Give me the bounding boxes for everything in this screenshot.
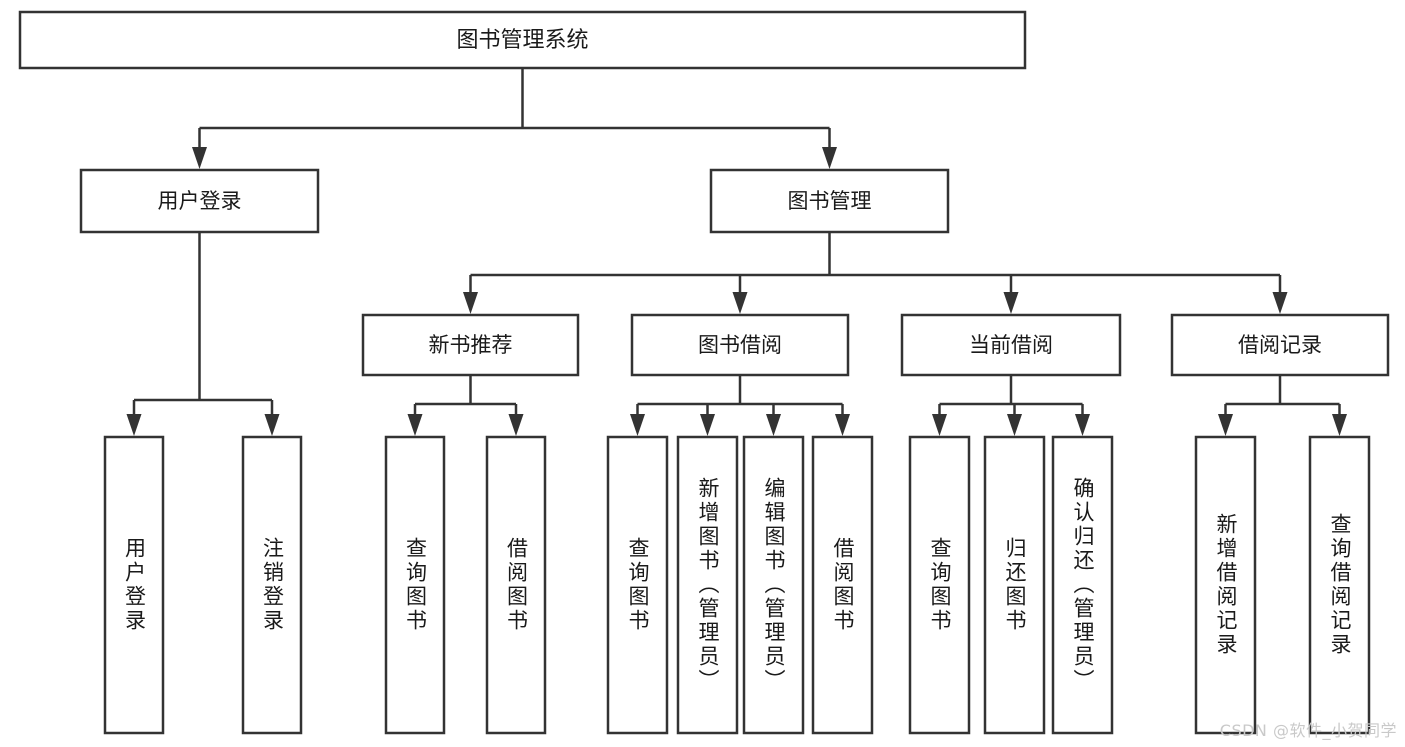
connector-user-login — [126, 232, 280, 436]
node-leaf-user-login[interactable] — [103, 435, 165, 735]
arrow-head-icon — [192, 147, 207, 169]
arrow-head-icon — [1075, 414, 1090, 436]
node-book-borrow[interactable] — [630, 313, 850, 377]
arrow-head-icon — [932, 414, 947, 436]
arrow-head-icon — [463, 292, 478, 314]
node-leaf-query-book-rec[interactable] — [384, 435, 446, 735]
arrow-head-icon — [766, 414, 781, 436]
node-leaf-confirm-return-admin[interactable] — [1051, 435, 1114, 735]
arrow-head-icon — [264, 414, 280, 436]
node-current-borrow-label: 当前借阅 — [969, 333, 1053, 357]
node-leaf-edit-book-admin[interactable] — [742, 435, 805, 735]
node-book-borrow-label: 图书借阅 — [698, 333, 782, 357]
node-borrow-record[interactable] — [1170, 313, 1390, 377]
arrow-head-icon — [508, 414, 524, 436]
arrow-head-icon — [700, 414, 715, 436]
connector-book-borrow — [630, 375, 850, 436]
node-borrow-record-label: 借阅记录 — [1238, 333, 1322, 357]
arrow-head-icon — [126, 414, 142, 436]
arrow-head-icon — [835, 414, 850, 436]
arrow-head-icon — [822, 147, 837, 169]
connector-current-borrow — [932, 375, 1090, 436]
node-leaf-query-book-borrow[interactable] — [606, 435, 669, 735]
node-book-manage-label: 图书管理 — [788, 189, 872, 213]
arrow-head-icon — [1007, 414, 1022, 436]
arrow-head-icon — [630, 414, 645, 436]
arrow-head-icon — [407, 414, 423, 436]
node-current-borrow[interactable] — [900, 313, 1122, 377]
node-user-login-label: 用户登录 — [158, 189, 242, 213]
node-root[interactable] — [18, 10, 1027, 70]
arrow-head-icon — [1332, 414, 1347, 436]
node-leaf-query-book-current[interactable] — [908, 435, 971, 735]
node-leaf-borrow-book-rec[interactable] — [485, 435, 547, 735]
connector-new-book-recommend — [407, 375, 524, 436]
node-leaf-logout[interactable] — [241, 435, 303, 735]
node-root-label: 图书管理系统 — [456, 28, 588, 53]
node-user-login[interactable] — [79, 168, 320, 234]
node-leaf-return-book[interactable] — [983, 435, 1046, 735]
node-book-manage[interactable] — [709, 168, 950, 234]
arrow-head-icon — [1272, 292, 1288, 314]
connector-borrow-record — [1218, 375, 1347, 436]
node-leaf-borrow-book[interactable] — [811, 435, 874, 735]
arrow-head-icon — [732, 292, 748, 314]
csdn-watermark: CSDN @软件_小贺同学 — [1219, 721, 1397, 740]
arrow-head-icon — [1218, 414, 1233, 436]
node-leaf-query-borrow-record[interactable] — [1308, 435, 1371, 735]
node-leaf-add-borrow-record[interactable] — [1194, 435, 1257, 735]
connector-edges-layer — [126, 68, 1347, 436]
node-new-book-recommend-label: 新书推荐 — [429, 333, 513, 357]
arrow-head-icon — [1003, 292, 1019, 314]
node-new-book-recommend[interactable] — [361, 313, 580, 377]
node-boxes-layer — [18, 10, 1390, 735]
connector-book-manage — [463, 232, 1288, 314]
connector-root — [192, 68, 837, 169]
node-leaf-add-book-admin[interactable] — [676, 435, 739, 735]
